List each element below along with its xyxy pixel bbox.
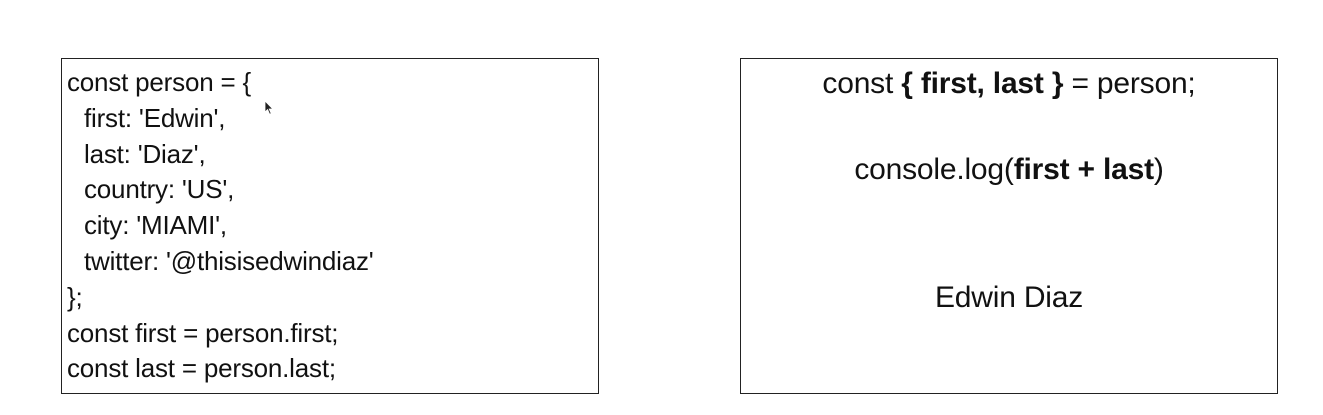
destructure-prefix: const [822,67,902,100]
log-suffix: ) [1153,153,1164,186]
mouse-pointer-icon [264,100,274,115]
code-line: last: 'Diaz', [84,138,206,169]
console-log-line: console.log(first + last) [741,153,1277,187]
code-panel-right: const { first, last } = person; console.… [740,58,1278,394]
output-line: Edwin Diaz [934,281,1084,314]
destructure-line: const { first, last } = person; [741,67,1277,101]
log-bold: first + last [1013,153,1154,186]
code-line: twitter: '@thisisedwindiaz' [84,245,374,276]
code-line: city: 'MIAMI', [84,210,227,241]
code-line: const person = { [67,67,251,97]
code-line: first: 'Edwin', [84,102,226,133]
code-line: const first = person.first; [67,317,339,348]
code-line: country: 'US', [84,174,235,205]
log-prefix: console.log( [854,153,1014,186]
code-panel-left: const person = { first: 'Edwin', last: '… [61,58,599,394]
destructure-bold: { first, last } [901,67,1064,100]
code-line: }; [67,281,83,312]
code-line: const last = person.last; [67,353,336,384]
destructure-suffix: = person; [1063,67,1196,100]
